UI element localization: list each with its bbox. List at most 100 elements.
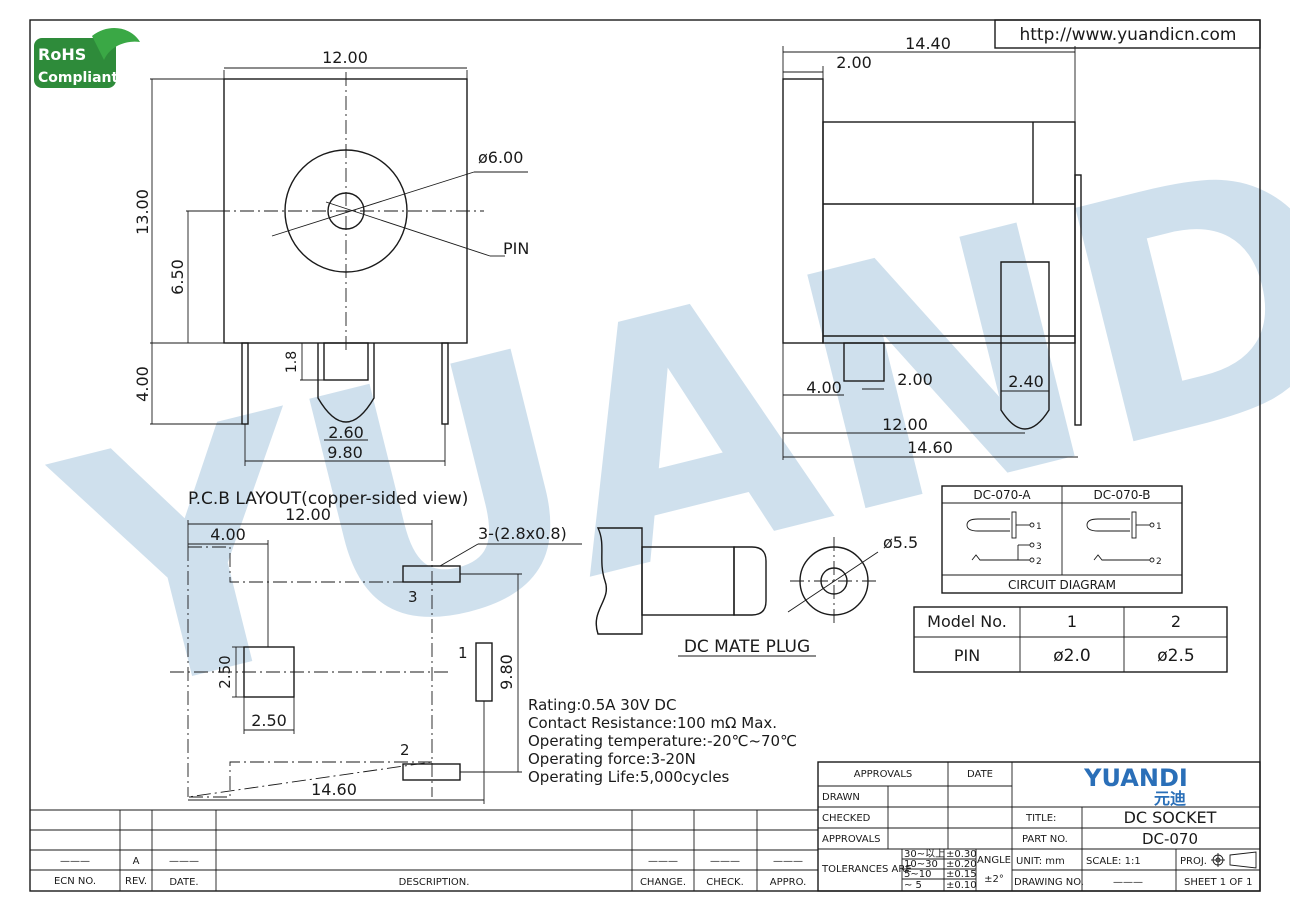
front-pin-label: PIN [503, 239, 529, 258]
rev-blank-check: ——— [710, 856, 740, 867]
projection-icon [1211, 851, 1257, 869]
rev-appro: APPRO. [770, 877, 807, 888]
rev-value: A [133, 856, 140, 867]
side-pin2w-dim: 2.40 [1008, 372, 1044, 391]
tb-tol-val-4: ±0.10 [946, 880, 977, 891]
side-len2-dim: 14.60 [907, 438, 953, 457]
front-width-dim: 12.00 [322, 48, 368, 67]
tb-proj: PROJ. [1180, 856, 1207, 867]
compliant-text: Compliant [38, 70, 119, 86]
tb-approvals2: APPROVALS [822, 834, 881, 845]
plug-dia: ø5.5 [883, 533, 918, 552]
model-table [913, 606, 1228, 673]
rev-description: DESCRIPTION. [399, 877, 470, 888]
pcb-offset-dim: 4.00 [210, 525, 246, 544]
tb-tol-val-2: ±0.20 [946, 859, 977, 870]
pcb-layout [170, 520, 582, 804]
pcb-pin2: 2 [400, 741, 410, 759]
rev-blank-ecn: ——— [60, 856, 90, 867]
tb-checked: CHECKED [822, 813, 871, 824]
drawing-frame [29, 19, 1261, 892]
rohs-logo: RoHS Compliant [34, 28, 140, 88]
circuit-a-label: DC-070-A [973, 488, 1031, 502]
circuit-title: CIRCUIT DIAGRAM [1008, 578, 1116, 592]
front-center-dim: 6.50 [168, 259, 187, 295]
side-len1-dim: 12.00 [882, 415, 928, 434]
front-small-dim: 1.8 [284, 351, 300, 373]
website-box [994, 19, 1261, 49]
tb-tol-val-1: ±0.30 [946, 849, 977, 860]
rev-blank-change: ——— [648, 856, 678, 867]
tb-drawn: DRAWN [822, 792, 860, 803]
model-header-2: 2 [1171, 612, 1181, 631]
tb-tol-range-2: 10~30 [904, 859, 938, 870]
front-pinw-dim: 2.60 [328, 423, 364, 442]
rohs-text: RoHS [38, 45, 86, 64]
front-span-dim: 9.80 [327, 443, 363, 462]
tb-sheet: SHEET 1 OF 1 [1184, 877, 1253, 888]
side-pinw-dim: 2.00 [897, 370, 933, 389]
rev-rev: REV. [125, 876, 147, 887]
pcb-pin3: 3 [408, 588, 418, 606]
pcb-title: P.C.B LAYOUT(copper-sided view) [188, 489, 468, 509]
front-dia-dim: ø6.00 [478, 148, 523, 167]
tb-scale: SCALE: 1:1 [1086, 856, 1141, 867]
tb-angle-val: ±2° [984, 874, 1004, 885]
side-view [782, 46, 1082, 460]
tb-unit: UNIT: mm [1016, 856, 1065, 867]
pcb-pin1: 1 [458, 644, 468, 662]
spec-temperature: Operating temperature:-20℃~70℃ [528, 732, 797, 750]
tb-angle: ANGLE [977, 855, 1011, 866]
pcb-padh-dim: 2.50 [216, 655, 234, 688]
tb-tol-range-1: 30~以上 [904, 848, 945, 860]
pcb-span-dim: 9.80 [497, 654, 516, 690]
revision-block [30, 809, 818, 891]
rev-check: CHECK. [706, 877, 744, 888]
side-pinoff-dim: 4.00 [806, 378, 842, 397]
spec-resistance: Contact Resistance:100 mΩ Max. [528, 714, 777, 732]
tb-title: DC SOCKET [1124, 808, 1217, 827]
side-flange-dim: 2.00 [836, 53, 872, 72]
pcb-slot-dim: 3-(2.8x0.8) [478, 524, 567, 543]
rev-blank-date: ——— [169, 856, 199, 867]
pcb-padw-dim: 2.50 [251, 711, 287, 730]
front-view [150, 67, 528, 466]
front-pinlen-dim: 4.00 [133, 366, 152, 402]
circuit-diagram [941, 485, 1183, 594]
rev-date: DATE. [169, 877, 198, 888]
website-url[interactable]: http://www.yuandicn.com [1019, 25, 1236, 45]
tb-drawing-no: DRAWING NO. [1014, 877, 1084, 888]
tb-tolerances: TOLERANCES ARE [821, 864, 912, 875]
pcb-width-dim: 12.00 [285, 505, 331, 524]
spec-rating: Rating:0.5A 30V DC [528, 696, 676, 714]
tb-title-label: TITLE: [1025, 813, 1056, 824]
plug-label: DC MATE PLUG [684, 637, 810, 657]
spec-life: Operating Life:5,000cycles [528, 768, 730, 786]
tb-part: DC-070 [1142, 830, 1198, 848]
tb-logo-cn: 元迪 [1154, 789, 1186, 808]
circuit-b-label: DC-070-B [1094, 488, 1151, 502]
model-row-1: ø2.0 [1053, 646, 1090, 666]
circuit-a-3: 3 [1036, 542, 1042, 552]
circuit-b-1: 1 [1156, 522, 1162, 532]
tb-approvals: APPROVALS [854, 769, 913, 780]
title-block [817, 761, 1261, 892]
rev-blank-appro: ——— [773, 856, 803, 867]
pcb-total-dim: 14.60 [311, 780, 357, 799]
circuit-a-2: 2 [1036, 557, 1042, 567]
side-total-dim: 14.40 [905, 34, 951, 53]
model-header-1: 1 [1067, 612, 1077, 631]
model-row-label: PIN [954, 646, 980, 665]
tb-logo: YUANDI [1083, 764, 1188, 792]
tb-tol-range-3: 5~10 [904, 869, 931, 880]
tb-tol-val-3: ±0.15 [946, 869, 977, 880]
model-row-2: ø2.5 [1157, 646, 1194, 666]
rev-change: CHANGE. [640, 877, 686, 888]
spec-force: Operating force:3-20N [528, 750, 696, 768]
front-height-dim: 13.00 [133, 189, 152, 235]
tb-date: DATE [967, 769, 993, 780]
rev-ecn: ECN NO. [54, 876, 96, 887]
circuit-b-2: 2 [1156, 557, 1162, 567]
model-header-label: Model No. [927, 612, 1007, 631]
circuit-a-1: 1 [1036, 522, 1042, 532]
